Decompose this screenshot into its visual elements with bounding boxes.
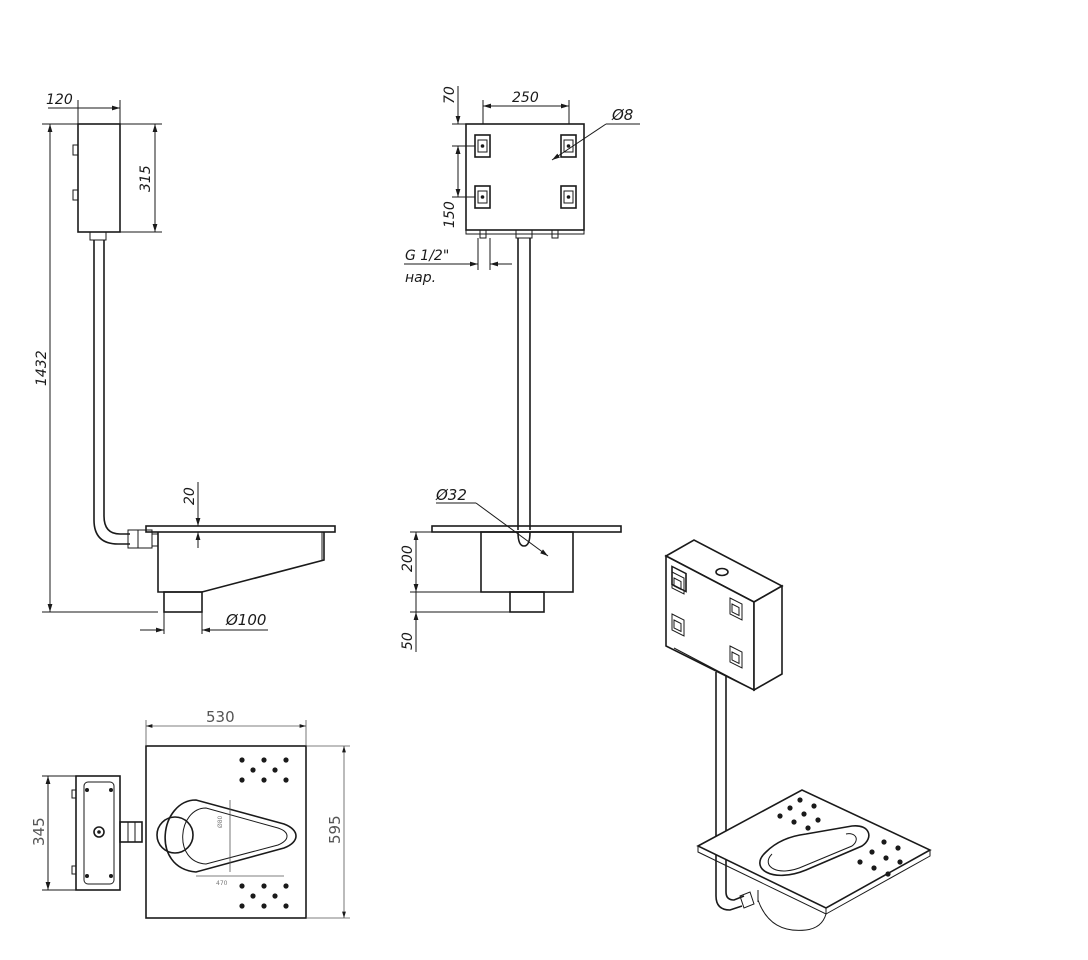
- front-dim-thread: G 1/2": [405, 248, 449, 264]
- iso-flush-pipe: [715, 672, 745, 911]
- front-dim-thread-note: нар.: [405, 270, 436, 286]
- side-outlet: [163, 591, 203, 613]
- plan-bowl: [164, 799, 297, 873]
- front-dim-outlet-height: 50: [400, 632, 416, 650]
- front-floor-plate: [431, 525, 622, 533]
- front-dim-pipe: Ø32: [435, 486, 467, 504]
- plan-dim-width: 530: [206, 708, 235, 726]
- side-dim-tank-height: 315: [138, 165, 154, 192]
- plan-drain: [156, 816, 194, 854]
- side-dim-total-height: 1432: [34, 350, 50, 386]
- side-flush-pipe: [93, 240, 130, 545]
- plan-dim-small-b: 470: [216, 880, 228, 887]
- front-dim-hole: Ø8: [611, 106, 633, 124]
- front-mounting-holes: [474, 134, 577, 209]
- side-bowl: [157, 532, 325, 593]
- iso-tank: [664, 539, 784, 692]
- front-dim-width: 250: [512, 90, 539, 106]
- plan-floor-plate: [145, 745, 307, 919]
- side-dim-outlet: Ø100: [225, 611, 266, 629]
- side-dim-plate: 20: [182, 487, 198, 505]
- side-view: 120 315 1432 20 Ø100: [34, 92, 336, 634]
- isometric-view: [664, 539, 932, 931]
- side-tank: [72, 123, 121, 241]
- front-view: 250 70 150 Ø8 G 1/2" нар. Ø32 200 50: [400, 86, 640, 652]
- plan-foot-grips: [239, 757, 289, 909]
- plan-dim-length: 595: [326, 815, 344, 844]
- plan-view: Ø80 470 530 595 345: [30, 708, 350, 919]
- front-dim-hole-spacing: 150: [442, 201, 458, 228]
- plan-tank: [71, 775, 143, 891]
- side-dim-width: 120: [46, 92, 73, 108]
- iso-bowl: [759, 825, 870, 877]
- side-floor-plate: [145, 525, 336, 533]
- iso-foot-grips: [777, 797, 903, 877]
- front-dim-bowl-depth: 200: [400, 545, 416, 572]
- plan-dim-tank-width: 345: [30, 817, 48, 846]
- front-outlet: [509, 591, 545, 613]
- front-dim-top: 70: [442, 86, 458, 104]
- plan-dim-small-a: Ø80: [217, 815, 224, 828]
